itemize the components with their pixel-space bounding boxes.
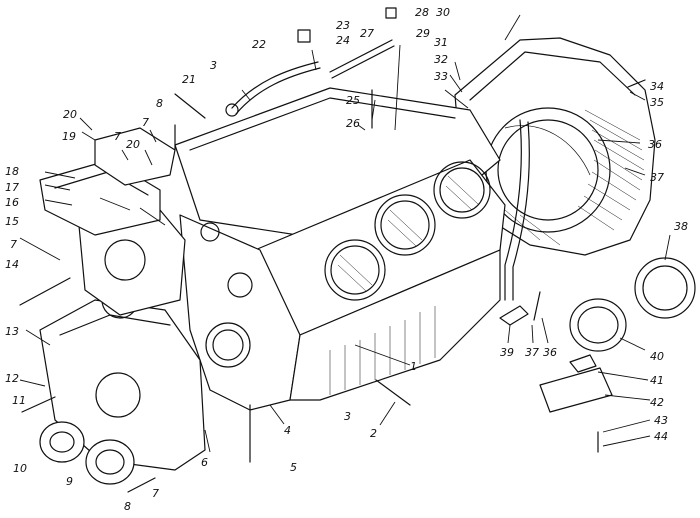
callout-6: 6: [201, 456, 208, 469]
callout-34: 34: [650, 80, 664, 93]
callout-19: 19: [62, 130, 76, 143]
callout-32: 32: [434, 53, 448, 66]
timing-cover: [39, 127, 206, 471]
callout-36: 36: [648, 138, 662, 151]
callout-36: 36: [543, 346, 557, 359]
callout-43: 43: [654, 414, 668, 427]
leader-lines: [19, 14, 671, 453]
callout-42: 42: [650, 396, 664, 409]
callout-20: 20: [126, 138, 140, 151]
callout-labels: 1 2 3 3 4 5 6 7 7 7 7 8 8 9 10 11 12 13 …: [5, 6, 688, 513]
callout-3: 3: [344, 410, 351, 423]
callout-30: 30: [436, 6, 450, 19]
callout-33: 33: [434, 70, 448, 83]
callout-38: 38: [674, 220, 688, 233]
callout-8: 8: [156, 97, 163, 110]
callout-25: 25: [346, 94, 360, 107]
crank-seals: [39, 257, 696, 485]
callout-13: 13: [5, 325, 19, 338]
callout-17: 17: [5, 181, 19, 194]
flywheel-housing: [454, 37, 656, 301]
callout-7: 7: [114, 130, 121, 143]
cover-plate: [499, 305, 613, 413]
callout-23: 23: [336, 19, 350, 32]
callout-2: 2: [370, 427, 377, 440]
callout-29: 29: [416, 27, 430, 40]
cylinder-block: [174, 87, 506, 411]
bolts: [19, 79, 646, 493]
callout-10: 10: [13, 462, 27, 475]
callout-39: 39: [500, 346, 514, 359]
callout-18: 18: [5, 165, 19, 178]
callout-7: 7: [10, 238, 17, 251]
callout-1: 1: [410, 360, 417, 373]
callout-27: 27: [360, 27, 374, 40]
callout-12: 12: [5, 372, 19, 385]
callout-41: 41: [650, 374, 664, 387]
callout-7: 7: [142, 116, 149, 129]
callout-37: 37: [650, 171, 664, 184]
callout-24: 24: [336, 34, 350, 47]
callout-35: 35: [650, 96, 664, 109]
callout-44: 44: [654, 430, 668, 443]
oil-lines: [225, 7, 397, 117]
callout-16: 16: [5, 196, 19, 209]
callout-3: 3: [210, 59, 217, 72]
engine-block-illustration: [19, 7, 696, 493]
callout-15: 15: [5, 215, 19, 228]
callout-7: 7: [152, 487, 159, 500]
callout-26: 26: [346, 117, 360, 130]
callout-22: 22: [252, 38, 266, 51]
callout-40: 40: [650, 350, 664, 363]
callout-37: 37: [525, 346, 539, 359]
callout-11: 11: [12, 394, 26, 407]
callout-28: 28: [415, 6, 429, 19]
callout-4: 4: [284, 424, 291, 437]
callout-14: 14: [5, 258, 19, 271]
callout-31: 31: [434, 36, 448, 49]
callout-9: 9: [66, 475, 73, 488]
callout-5: 5: [290, 461, 297, 474]
callout-21: 21: [182, 73, 196, 86]
callout-8: 8: [124, 500, 131, 513]
callout-20: 20: [63, 108, 77, 121]
